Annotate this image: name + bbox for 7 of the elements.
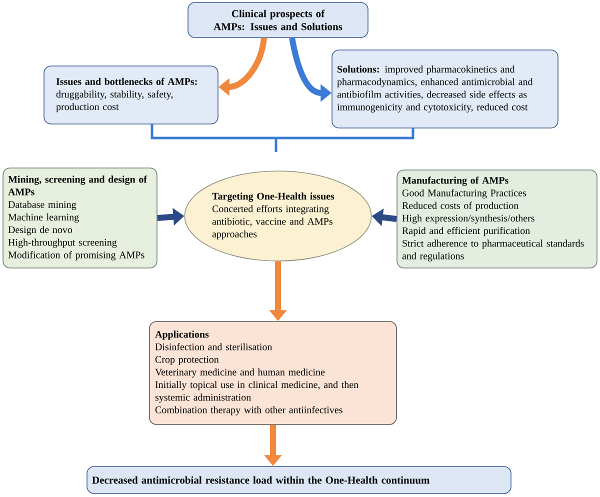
title-box: Clinical prospects of AMPs: Issues and Solutions <box>188 2 368 38</box>
applications-box: Applications Disinfection and sterilisation Crop protection Veterinary medicine and human medicine Initially topical use in clinical medicine, and then systemic administration Combination therapy with other antiinfectives <box>149 321 397 425</box>
issues-box: Issues and bottlenecks of AMPs: druggability, stability, safety, production cost <box>44 66 218 124</box>
outcome-box: Decreased antimicrobial resistance load within the One-Health continuum <box>86 466 512 494</box>
mining-box: Mining, screening and design of AMPs Database mining Machine learning Design de novo High-throughput screening Modification of promising AMPs <box>2 168 158 268</box>
solutions-box: Solutions: improved pharmacokinetics and pharmacodynamics, enhanced antimicrobial and antibiofilm activities, decreased side effects as immunogenicity and cytotoxicity, reduced cost <box>332 50 558 128</box>
manufacturing-box: Manufacturing of AMPs Good Manufacturing Practices Reduced costs of production High expression/synthesis/others Rapid and efficient purification Strict adherence to pharmaceutical standards and regulations <box>396 170 598 268</box>
